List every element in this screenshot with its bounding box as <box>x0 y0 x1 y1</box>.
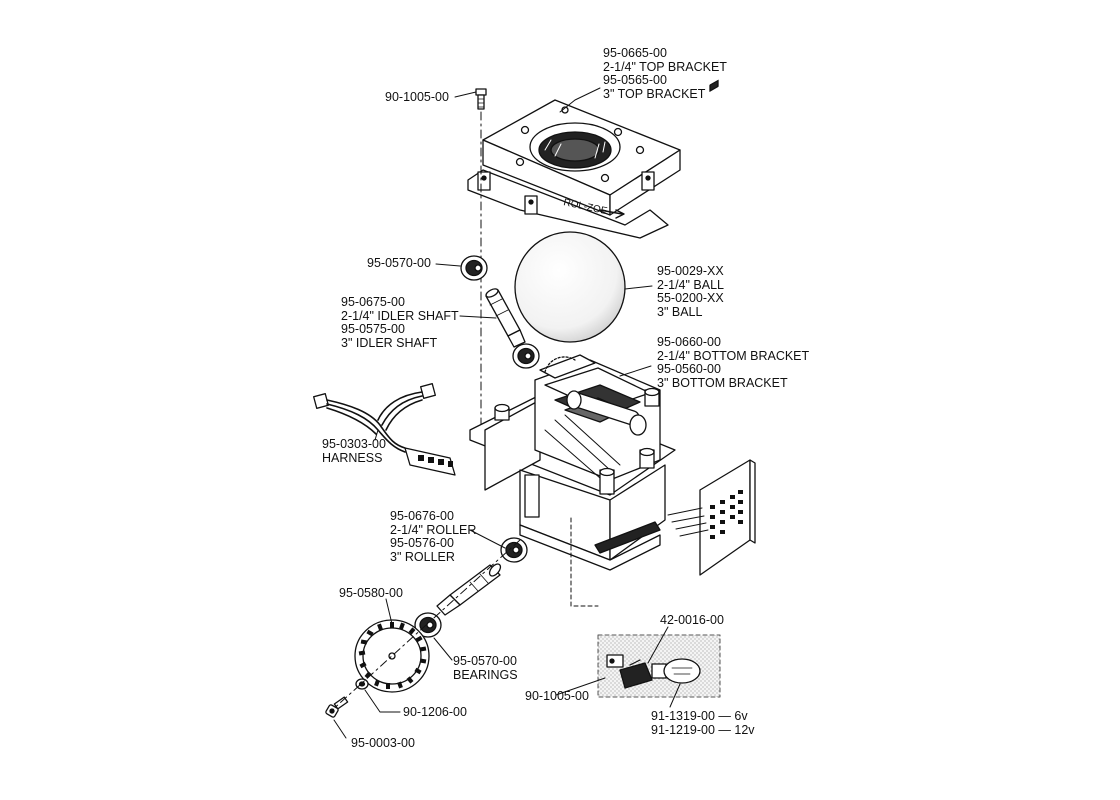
callout-line: 3" IDLER SHAFT <box>341 335 438 350</box>
top-screw-part <box>475 88 487 110</box>
top-bracket-part: ROL-ZOE <box>467 99 681 239</box>
bottom-bracket-part <box>469 354 676 571</box>
callout-washer: 90-1206-00 <box>403 705 467 720</box>
callout-set-screw: 95-0003-00 <box>351 736 415 751</box>
callout-idler-shaft: 95-0675-00 2-1/4" IDLER SHAFT 95-0575-00… <box>341 295 459 350</box>
callout-line: 91-1219-00 — 12v <box>651 722 755 737</box>
roller-bearing-part <box>500 537 528 563</box>
callout-bearings: 95-0570-00 BEARINGS <box>453 654 518 682</box>
callout-line: 2-1/4" TOP BRACKET <box>603 59 727 74</box>
idler-shaft-part <box>485 288 526 348</box>
callout-line: 91-1319-00 — 6v <box>651 709 748 723</box>
callout-line: HARNESS <box>322 450 383 465</box>
leader-lines <box>333 87 681 739</box>
callout-top-bracket: 95-0665-00 2-1/4" TOP BRACKET 95-0565-00… <box>603 46 727 101</box>
callout-lamp-socket: 42-0016-00 <box>660 613 724 628</box>
callout-line: BEARINGS <box>453 667 518 682</box>
lamp-assembly-box <box>597 634 721 698</box>
callout-line: 95-0665-00 <box>603 46 667 60</box>
callout-harness: 95-0303-00 HARNESS <box>322 437 386 465</box>
callout-line: 95-0003-00 <box>351 736 415 750</box>
callout-line: 3" ROLLER <box>390 549 455 564</box>
callout-line: 2-1/4" ROLLER <box>390 522 477 537</box>
callout-lamps: 91-1319-00 — 6v 91-1219-00 — 12v <box>651 709 755 737</box>
callout-line: 2-1/4" BOTTOM BRACKET <box>657 348 810 363</box>
callout-line: 42-0016-00 <box>660 613 724 627</box>
callout-line: 95-0029-XX <box>657 264 724 278</box>
callout-line: 3" BOTTOM BRACKET <box>657 375 788 390</box>
callout-line: 90-1005-00 <box>525 689 589 703</box>
callout-line: 90-1206-00 <box>403 705 467 719</box>
callout-line: 3" BALL <box>657 304 703 319</box>
callout-line: 95-0575-00 <box>341 322 405 336</box>
callout-line: 95-0303-00 <box>322 437 386 451</box>
callout-roller: 95-0676-00 2-1/4" ROLLER 95-0576-00 3" R… <box>390 509 477 564</box>
washer-part <box>355 678 369 690</box>
callout-line: 95-0660-00 <box>657 335 721 349</box>
callout-line: 95-0570-00 <box>453 654 517 668</box>
callout-encoder-wheel: 95-0580-00 <box>339 586 403 601</box>
callout-line: 95-0675-00 <box>341 295 405 309</box>
callout-screw-lamp: 90-1005-00 <box>525 689 589 704</box>
callout-line: 2-1/4" IDLER SHAFT <box>341 308 459 323</box>
bottom-bearing-part <box>414 612 442 638</box>
callout-bearing-top: 95-0570-00 <box>367 256 431 271</box>
ball-part <box>514 231 626 343</box>
top-bearing-part <box>460 255 488 281</box>
callout-line: 95-0576-00 <box>390 536 454 550</box>
harness-part <box>313 383 456 476</box>
circuit-board-part <box>667 79 756 576</box>
encoder-wheel-part <box>354 619 430 693</box>
callout-screw-top: 90-1005-00 <box>385 90 449 105</box>
callout-bottom-bracket: 95-0660-00 2-1/4" BOTTOM BRACKET 95-0560… <box>657 335 810 390</box>
set-screw-part <box>325 696 349 718</box>
roller-part <box>436 563 502 616</box>
callout-line: 90-1005-00 <box>385 90 449 104</box>
callout-line: 95-0565-00 <box>603 73 667 87</box>
callout-ball: 95-0029-XX 2-1/4" BALL 55-0200-XX 3" BAL… <box>657 264 724 319</box>
callout-line: 2-1/4" BALL <box>657 277 724 292</box>
callout-line: 95-0676-00 <box>390 509 454 523</box>
callout-line: 3" TOP BRACKET <box>603 86 706 101</box>
callout-line: 95-0560-00 <box>657 362 721 376</box>
idler-bearing-part <box>512 343 540 369</box>
callout-line: 55-0200-XX <box>657 291 724 305</box>
callout-line: 95-0570-00 <box>367 256 431 270</box>
callout-line: 95-0580-00 <box>339 586 403 600</box>
